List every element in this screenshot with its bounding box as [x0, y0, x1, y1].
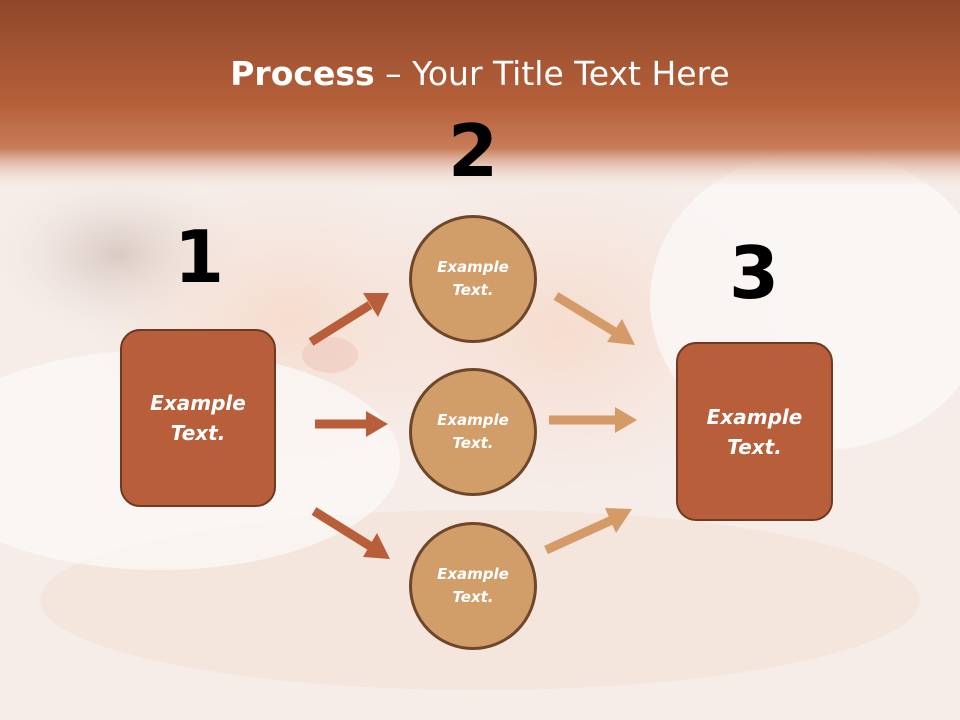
header-band	[0, 0, 960, 190]
step-2-middle-label: Example Text.	[437, 411, 509, 452]
slide-title: Process – Your Title Text Here	[0, 52, 960, 96]
arrow-bottom-to-3	[544, 508, 632, 555]
step-2-circle-bottom: Example Text.	[409, 522, 537, 650]
arrow-middle-to-3	[549, 407, 637, 433]
step-number-1: 1	[173, 215, 225, 299]
flow-arrows	[308, 292, 637, 559]
step-2-circle-top: Example Text.	[409, 215, 537, 343]
step-1-box: Example Text.	[120, 329, 276, 507]
step-2-top-label: Example Text.	[437, 258, 509, 299]
title-bold-part: Process	[230, 54, 375, 93]
step-2-bottom-label: Example Text.	[437, 565, 509, 606]
arrow-1-to-middle	[315, 411, 388, 437]
step-3-label: Example Text.	[706, 404, 803, 459]
step-number-2: 2	[447, 109, 499, 193]
arrow-1-to-top	[308, 293, 389, 346]
arrow-1-to-bottom	[311, 507, 390, 559]
step-number-3: 3	[728, 231, 780, 315]
step-2-circle-middle: Example Text.	[409, 368, 537, 496]
step-1-label: Example Text.	[150, 391, 246, 445]
step-3-box: Example Text.	[676, 342, 833, 521]
lips-shape	[302, 337, 358, 373]
arrow-top-to-3	[553, 292, 635, 345]
title-rest-part: – Your Title Text Here	[374, 54, 730, 93]
